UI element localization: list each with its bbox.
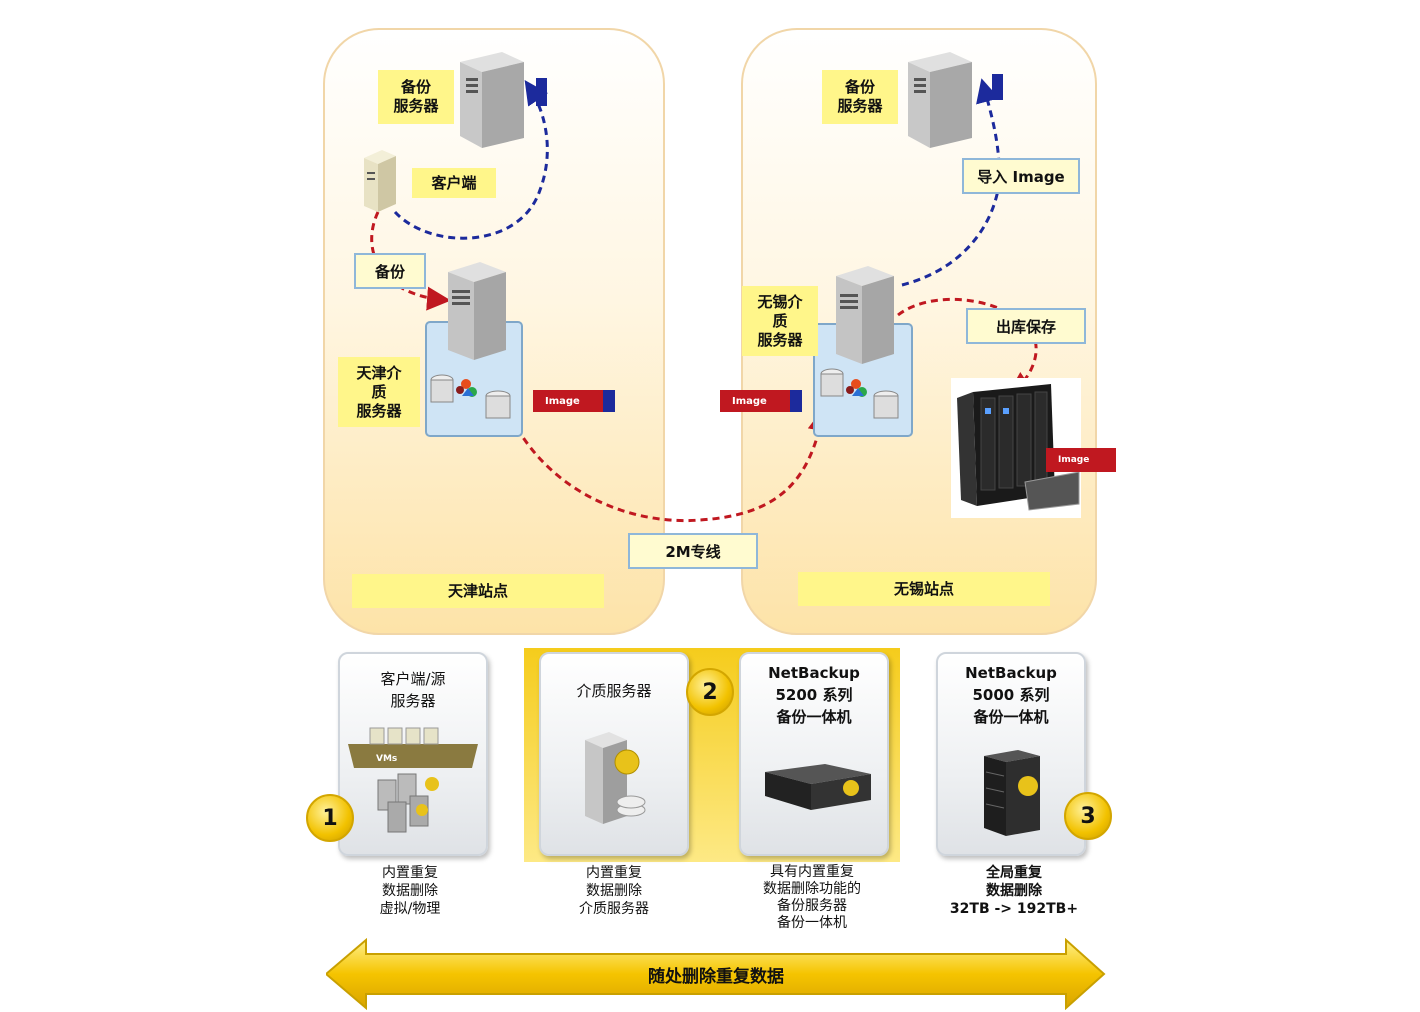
tianjin-site-name: 天津站点 — [352, 574, 604, 608]
tianjin-backup-server-label: 备份 服务器 — [378, 70, 454, 124]
tianjin-image-tag: Image — [533, 390, 615, 412]
card-5200-title: NetBackup 5200 系列 备份一体机 — [768, 664, 860, 726]
vm-tag: VMs — [376, 754, 398, 764]
badge-3: 3 — [1064, 792, 1112, 840]
card-5000-appliance: NetBackup 5000 系列 备份一体机 — [936, 652, 1086, 856]
tianjin-backup-label: 备份 — [354, 253, 426, 289]
card-media-server-desc: 内置重复 数据删除 介质服务器 — [579, 865, 649, 917]
wuxi-vault-label: 出库保存 — [966, 308, 1086, 344]
tianjin-backup-arrow — [370, 211, 451, 311]
tianjin-backup-server-icon — [460, 52, 547, 148]
wuxi-image-tag: Image — [720, 390, 802, 412]
tianjin-media-server-label: 天津介 质 服务器 — [338, 357, 420, 427]
badge-2: 2 — [686, 668, 734, 716]
banner-arrow — [326, 938, 1106, 1010]
card-client-desc: 内置重复 数据删除 虚拟/物理 — [379, 865, 441, 917]
wuxi-image-tag-text: Image — [732, 395, 767, 407]
tianjin-client-icon — [364, 150, 396, 212]
replication-arrow — [515, 407, 832, 523]
card-5000-desc: 全局重复 数据删除 32TB -> 192TB+ — [949, 865, 1079, 917]
card-5200-desc: 具有内置重复 数据删除功能的 备份服务器 备份一体机 — [763, 864, 861, 931]
wuxi-import-arrow — [901, 78, 1001, 287]
card-media-server-title: 介质服务器 — [576, 682, 652, 700]
appliance-5200-icon — [765, 764, 871, 810]
appliance-5000-icon — [984, 750, 1040, 836]
card-client-title: 客户端/源 服务器 — [380, 670, 446, 710]
vm-servers-icon — [348, 727, 478, 833]
tianjin-client-to-server-arrow — [393, 80, 549, 240]
card-media-server: 介质服务器 — [539, 652, 689, 856]
wuxi-backup-server-icon — [908, 52, 1003, 148]
link-label: 2M专线 — [628, 533, 758, 569]
wuxi-site-name: 无锡站点 — [798, 572, 1050, 606]
tianjin-media-server-icon — [425, 262, 523, 437]
badge-1: 1 — [306, 794, 354, 842]
tianjin-image-tag-text: Image — [545, 395, 580, 407]
tianjin-client-label: 客户端 — [412, 168, 496, 198]
wuxi-import-label: 导入 Image — [962, 158, 1080, 194]
media-server-gear-icon — [585, 732, 646, 824]
library-image-tag-text: Image — [1058, 455, 1090, 465]
wuxi-media-server-icon — [813, 266, 913, 437]
wuxi-backup-server-label: 备份 服务器 — [822, 70, 898, 124]
library-image-tag: Image — [1046, 448, 1116, 472]
card-5200-appliance: NetBackup 5200 系列 备份一体机 — [739, 652, 889, 856]
card-client: 客户端/源 服务器 VMs — [338, 652, 488, 856]
wuxi-media-server-label: 无锡介 质 服务器 — [742, 286, 818, 356]
banner-text: 随处删除重复数据 — [648, 967, 784, 987]
card-5000-title: NetBackup 5000 系列 备份一体机 — [965, 664, 1057, 726]
